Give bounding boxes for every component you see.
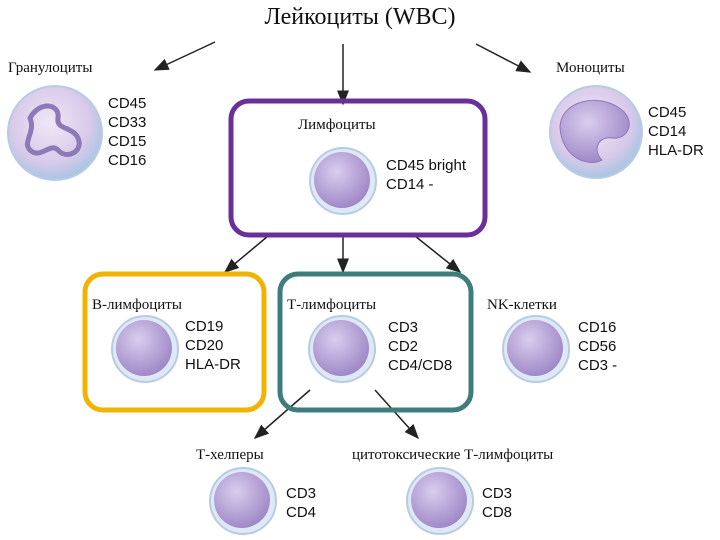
marker: CD3 - xyxy=(578,357,618,374)
t-helpers-markers: CD3 CD4 xyxy=(286,484,316,522)
diagram-title: Лейкоциты (WBC) xyxy=(264,4,456,30)
b-lymphocytes-box xyxy=(82,271,267,413)
marker: CD14 - xyxy=(386,176,434,193)
marker: CD16 xyxy=(108,152,147,169)
t-helpers-label: Т-хелперы xyxy=(196,447,264,463)
marker: CD45 xyxy=(648,104,687,121)
marker: CD3 xyxy=(388,319,419,336)
t-lymphocytes-box xyxy=(277,271,474,413)
marker: CD20 xyxy=(185,337,224,354)
arrow-lymph-to-b xyxy=(223,235,269,273)
lymphocytes-label: Лимфоциты xyxy=(298,117,376,133)
marker: CD3 xyxy=(482,485,513,502)
nk-cells-label: NK-клетки xyxy=(487,297,557,313)
monocyte-illustration xyxy=(549,85,643,179)
marker: CD19 xyxy=(185,318,224,335)
lymphocytes-markers: CD45 bright CD14 - xyxy=(386,156,466,194)
cytotoxic-t-markers: CD3 CD8 xyxy=(482,484,512,522)
marker: CD4 xyxy=(286,504,317,521)
marker: HLA-DR xyxy=(648,142,704,159)
cytotoxic-t-label: цитотоксические Т-лимфоциты xyxy=(352,447,554,463)
marker: HLA-DR xyxy=(185,356,241,373)
arrow-t-to-cytotoxic xyxy=(374,389,420,440)
marker: CD14 xyxy=(648,123,687,140)
marker: CD8 xyxy=(482,504,513,521)
t-lymphocytes-markers: CD3 CD2 CD4/CD8 xyxy=(388,318,452,375)
cytotoxic-t-illustration xyxy=(406,467,474,535)
marker: CD56 xyxy=(578,338,617,355)
marker: CD3 xyxy=(286,485,317,502)
t-helper-illustration xyxy=(209,467,277,535)
marker: CD16 xyxy=(578,319,617,336)
b-lymphocyte-illustration xyxy=(111,315,179,383)
b-lymphocytes-label: B-лимфоциты xyxy=(92,297,182,313)
marker: CD45 xyxy=(108,95,147,112)
monocytes-markers: CD45 CD14 HLA-DR xyxy=(648,103,704,160)
b-lymphocytes-markers: CD19 CD20 HLA-DR xyxy=(185,317,241,374)
arrow-lymph-to-nk xyxy=(414,235,462,273)
t-lymphocyte-illustration xyxy=(308,315,376,383)
arrow-wbc-to-granulocytes xyxy=(153,41,216,71)
marker: CD45 bright xyxy=(386,157,467,174)
nk-cell-illustration xyxy=(502,315,570,383)
granulocyte-illustration xyxy=(7,85,103,181)
granulocytes-markers: CD45 CD33 CD15 CD16 xyxy=(108,94,146,170)
monocytes-label: Моноциты xyxy=(556,60,625,76)
lymphocytes-box xyxy=(228,98,488,238)
marker: CD15 xyxy=(108,133,147,150)
arrow-wbc-to-monocytes xyxy=(475,43,532,73)
marker: CD4/CD8 xyxy=(388,357,453,374)
marker: CD2 xyxy=(388,338,419,355)
nk-cells-markers: CD16 CD56 CD3 - xyxy=(578,318,617,375)
t-lymphocytes-label: Т-лимфоциты xyxy=(287,297,377,313)
marker: CD33 xyxy=(108,114,147,131)
lymphocyte-illustration xyxy=(309,147,377,215)
arrow-t-to-helpers xyxy=(253,389,311,439)
granulocytes-label: Гранулоциты xyxy=(8,60,93,76)
